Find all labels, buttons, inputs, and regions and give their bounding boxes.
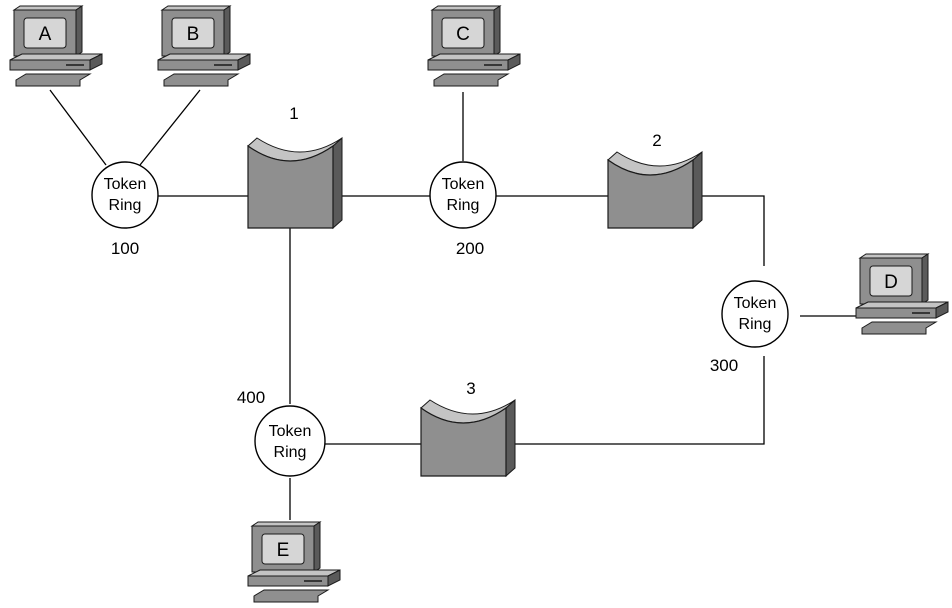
ring-circle (254, 405, 326, 477)
bridge-icon (607, 158, 694, 229)
link-a-ring100 (49, 89, 107, 166)
ring-label-line2: Ring (274, 444, 307, 461)
network-links (49, 89, 858, 520)
bridge-side (332, 136, 343, 230)
monitor-top (430, 5, 502, 11)
base-top (9, 53, 103, 61)
ring-number: 300 (710, 356, 738, 375)
monitor-top (858, 253, 930, 259)
monitor-screen (441, 17, 485, 49)
token-ring-400[interactable]: Token Ring 400 (237, 388, 326, 477)
ring-label-line2: Ring (109, 197, 142, 214)
base-top (247, 569, 341, 577)
keyboard (15, 73, 92, 87)
bridge-label: 3 (466, 379, 475, 398)
base-top (157, 53, 251, 61)
bridge-label: 2 (652, 131, 661, 150)
token-ring-100[interactable]: Token Ring 100 (91, 161, 159, 258)
ring-label-line2: Ring (447, 197, 480, 214)
bridge-3[interactable]: 3 (420, 379, 516, 478)
ring-number: 200 (456, 239, 484, 258)
computer-label: B (187, 24, 200, 45)
ring-circle (721, 280, 789, 348)
system-unit (855, 307, 937, 319)
keyboard (163, 73, 240, 87)
ring-label-line1: Token (442, 176, 485, 193)
system-unit (427, 59, 509, 71)
bridge-side (692, 150, 703, 230)
computer-c[interactable]: C (427, 5, 521, 87)
monitor-side (223, 5, 231, 57)
monitor-top (160, 5, 232, 11)
bridge-label: 1 (289, 104, 298, 123)
computer-label: D (884, 272, 898, 293)
token-ring-200[interactable]: Token Ring 200 (429, 161, 497, 258)
base-top (855, 301, 949, 309)
monitor-screen (261, 533, 305, 565)
keyboard (861, 321, 938, 335)
ring-label-line2: Ring (739, 316, 772, 333)
monitor-screen (23, 17, 67, 49)
monitor-side (75, 5, 83, 57)
monitor-side (921, 253, 929, 305)
computer-b[interactable]: B (157, 5, 251, 87)
link-bridge2-ring300 (702, 195, 765, 266)
ring-circle (91, 161, 159, 229)
monitor-side (493, 5, 501, 57)
ring-label-line1: Token (104, 176, 147, 193)
ring-number: 400 (237, 388, 265, 407)
keyboard (433, 73, 510, 87)
ring-label-line1: Token (269, 423, 312, 440)
computer-d[interactable]: D (855, 253, 949, 335)
computer-label: C (456, 24, 470, 45)
computer-label: E (277, 540, 290, 561)
system-unit (157, 59, 239, 71)
system-unit (247, 575, 329, 587)
base-top (427, 53, 521, 61)
bridge-side (505, 398, 516, 478)
bridge-icon (247, 144, 334, 229)
monitor-side (313, 521, 321, 573)
ring-label-line1: Token (734, 295, 777, 312)
bridge-1[interactable]: 1 (247, 104, 343, 230)
monitor-screen (869, 265, 913, 297)
keyboard (253, 589, 330, 603)
link-b-ring100 (139, 89, 201, 166)
ring-number: 100 (111, 239, 139, 258)
computer-e[interactable]: E (247, 521, 341, 603)
monitor-screen (171, 17, 215, 49)
monitor-top (12, 5, 84, 11)
token-ring-300[interactable]: Token Ring 300 (710, 280, 789, 375)
bridge-icon (420, 406, 507, 477)
link-ring300-bridge3 (515, 356, 765, 445)
system-unit (9, 59, 91, 71)
ring-circle (429, 161, 497, 229)
bridge-2[interactable]: 2 (607, 131, 703, 230)
monitor-top (250, 521, 322, 527)
computer-label: A (39, 24, 52, 45)
computer-a[interactable]: A (9, 5, 103, 87)
